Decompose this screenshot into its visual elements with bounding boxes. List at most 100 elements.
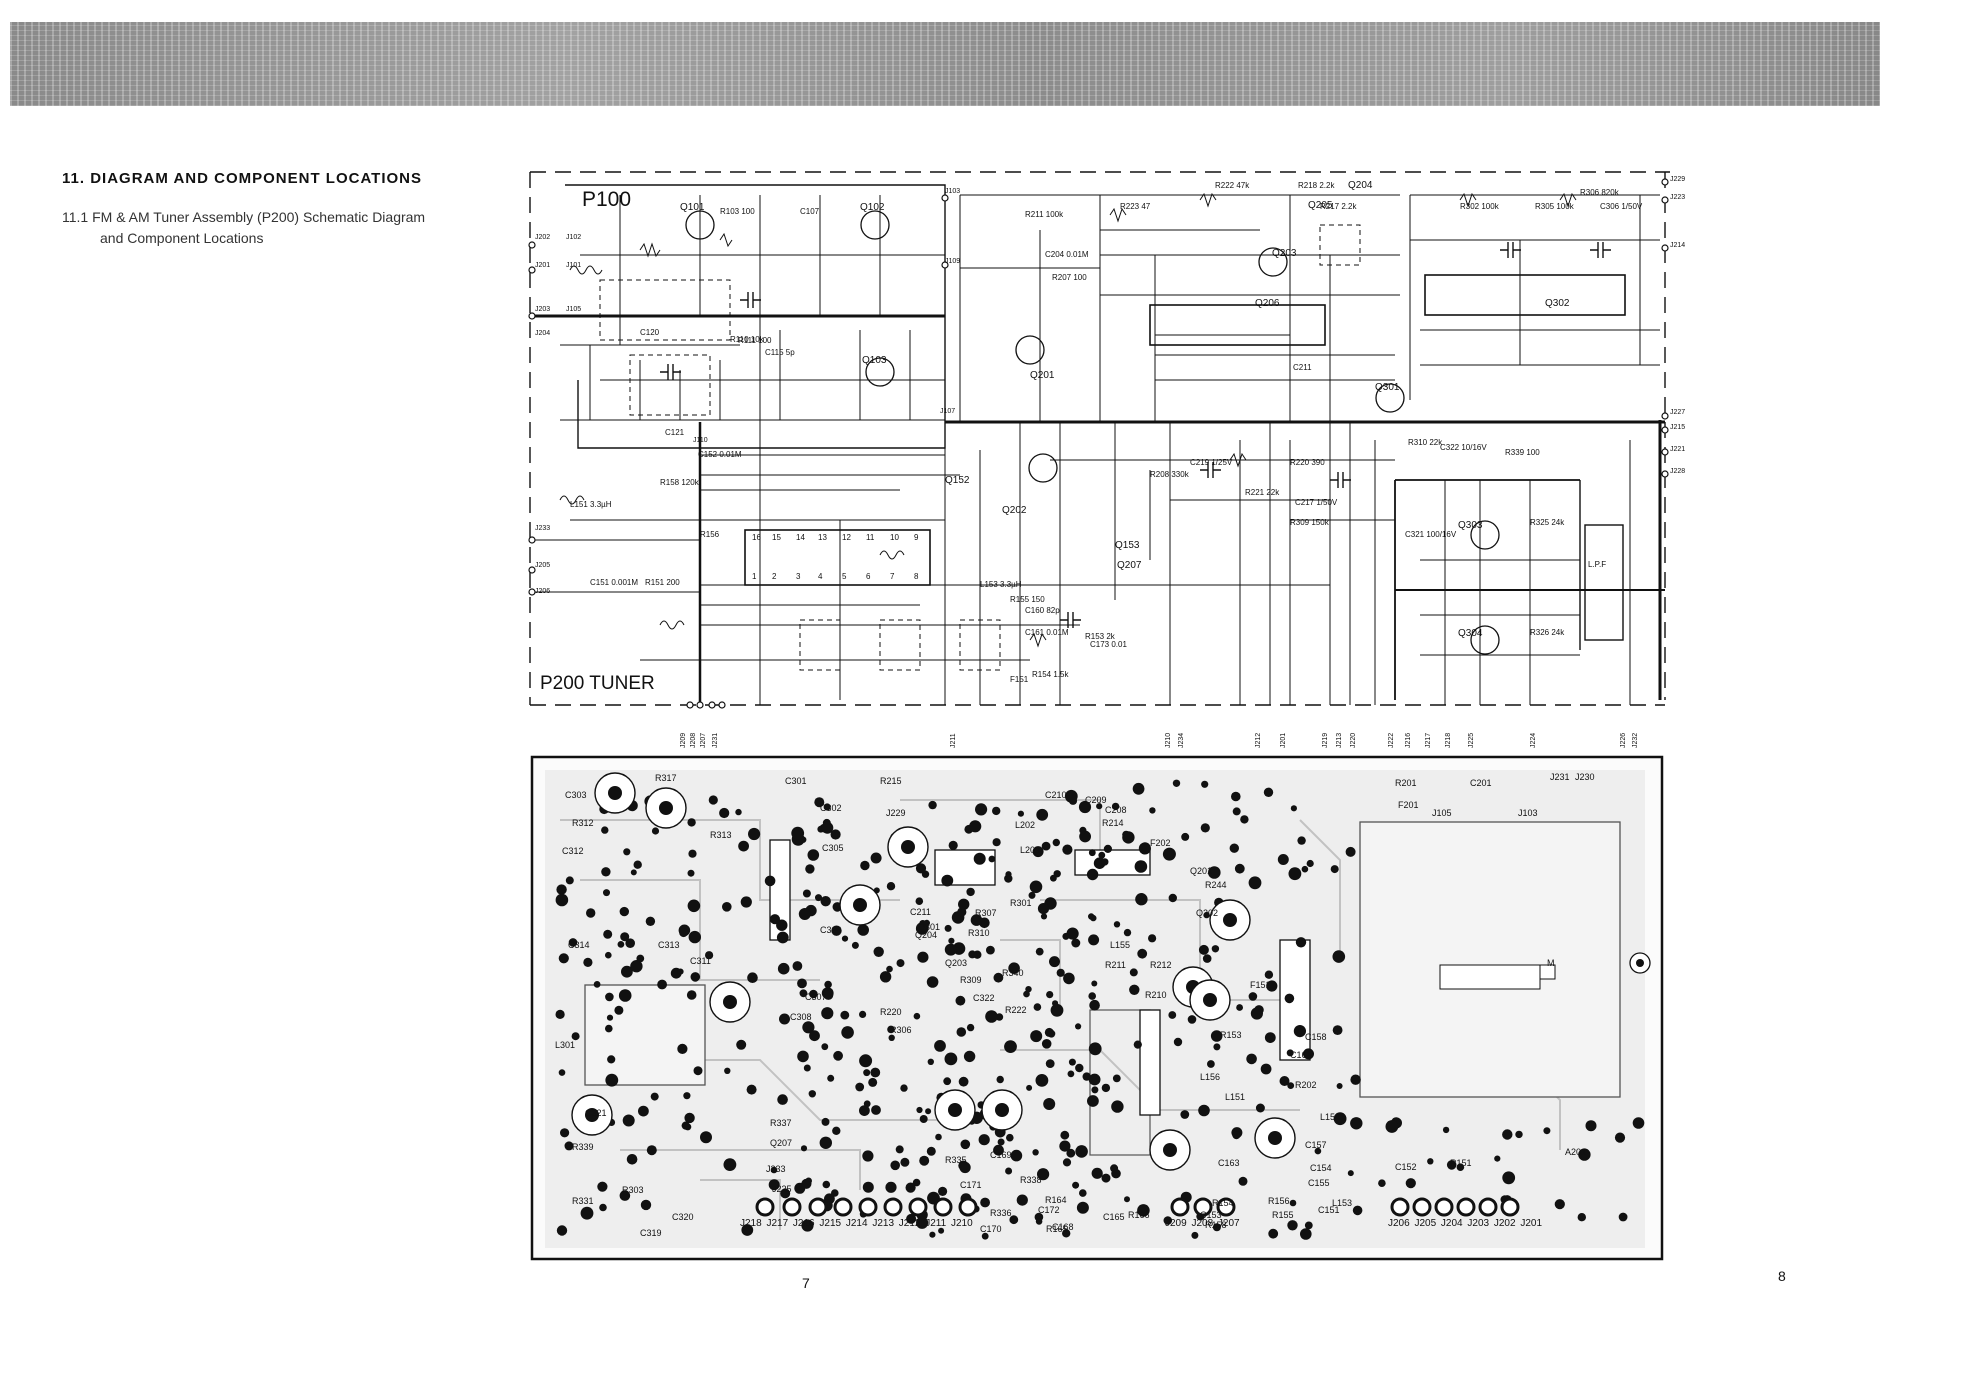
schematic-part-36: C321 100/16V — [1405, 530, 1457, 539]
solder-pad — [1096, 803, 1103, 810]
pcb-label-29: F202 — [1150, 838, 1171, 848]
solder-pad — [1129, 968, 1138, 977]
solder-pad — [1210, 1030, 1223, 1042]
solder-pad — [992, 838, 1001, 847]
pcb-label-89: R335 — [945, 1155, 967, 1165]
solder-pad — [1632, 1117, 1645, 1129]
solder-pad — [887, 1025, 895, 1034]
schematic-part-20: R155 150 — [1010, 595, 1045, 604]
pcb-label-91: R338 — [1020, 1175, 1042, 1185]
solder-pad — [723, 1158, 737, 1171]
solder-pad — [1446, 1160, 1457, 1170]
jack-pad — [1412, 1197, 1432, 1217]
solder-pad — [941, 874, 954, 887]
solder-pad — [565, 876, 574, 885]
pcb-label-21: R215 — [880, 776, 902, 786]
solder-pad — [1268, 1228, 1279, 1239]
solder-pad — [1502, 1129, 1513, 1140]
solder-pad — [841, 935, 849, 942]
solder-pad — [776, 919, 788, 931]
solder-pad — [916, 1106, 923, 1114]
transistor-label-10: Q206 — [1255, 298, 1280, 309]
solder-pad — [686, 990, 697, 1000]
pcb-label-77: C153 — [1200, 1210, 1222, 1220]
jack-bottom-11: J220 — [1350, 732, 1357, 748]
jack-pad — [1216, 1197, 1236, 1217]
pcb-label-82: C168 — [1052, 1222, 1074, 1232]
jack-bottom-0: J209 — [680, 732, 687, 748]
solder-pad — [571, 1032, 580, 1041]
ic-fm-if — [1149, 304, 1326, 346]
jack-top-5: J227 — [1670, 409, 1686, 416]
pcb-label-93: Q207 — [770, 1138, 793, 1148]
solder-pad — [833, 1050, 843, 1061]
solder-pad — [1052, 838, 1061, 847]
solder-pad — [768, 1179, 780, 1191]
pcb-label-26: L202 — [1015, 820, 1036, 830]
solder-pad — [1578, 1148, 1591, 1161]
solder-pad — [583, 957, 593, 968]
pcb-label-20: C308 — [790, 1012, 812, 1022]
schematic-part-29: R221 22k — [1245, 488, 1280, 497]
capacitor-pad — [1268, 1131, 1282, 1145]
solder-pad — [1064, 789, 1078, 803]
pcb-label-59: C158 — [1305, 1032, 1327, 1042]
pcb-label-70: C152 — [1395, 1162, 1417, 1172]
solder-pad — [776, 931, 789, 944]
solder-pad — [870, 1067, 881, 1078]
page-number-right: 8 — [1778, 1268, 1786, 1284]
solder-pad — [1056, 968, 1065, 977]
pcb-label-55: R211 — [1105, 960, 1126, 970]
transistor-label-8: Q204 — [1348, 180, 1373, 191]
jack-pad — [833, 1197, 853, 1217]
solder-pad — [1288, 867, 1302, 881]
solder-pad — [799, 989, 808, 998]
ic-pin-number: 4 — [818, 572, 823, 581]
pcb-label-62: L156 — [1200, 1072, 1221, 1082]
transistor-label-12: Q301 — [1375, 382, 1400, 393]
solder-pad — [719, 807, 730, 819]
transistor-label-6: Q202 — [1002, 505, 1027, 516]
solder-pad — [1405, 1178, 1416, 1189]
solder-pad — [791, 826, 805, 840]
solder-pad — [1295, 937, 1307, 948]
solder-pad — [1543, 1127, 1551, 1135]
transistor-label-11: Q207 — [1117, 560, 1142, 571]
solder-pad — [1202, 954, 1212, 963]
pcb-label-92: R337 — [770, 1118, 792, 1128]
solder-pad — [1264, 970, 1274, 979]
solder-pad — [780, 1188, 791, 1199]
solder-pad — [805, 864, 815, 874]
solder-pad — [1260, 1063, 1272, 1075]
solder-pad — [1172, 779, 1181, 787]
solder-pad — [603, 929, 613, 939]
pcb-label-85: R165 — [1046, 1224, 1068, 1234]
solder-pad — [1049, 956, 1060, 968]
jack-pad — [782, 1197, 802, 1217]
solder-pad — [1347, 1170, 1354, 1177]
solder-pad — [1168, 893, 1178, 903]
solder-pad — [1009, 1215, 1019, 1225]
solder-pad — [764, 875, 776, 887]
solder-pad — [802, 889, 811, 898]
solder-pad — [1079, 1189, 1087, 1197]
solder-pad — [821, 1043, 829, 1051]
pcb-label-30: Q201 — [1190, 866, 1213, 876]
solder-pad — [855, 1082, 865, 1092]
jack-top-4: J214 — [1670, 242, 1686, 249]
pcb-label-58: R153 — [1220, 1030, 1242, 1040]
solder-pad — [679, 928, 688, 938]
pcb-label-61: R202 — [1295, 1080, 1317, 1090]
solder-pad — [740, 896, 752, 908]
solder-pad — [747, 972, 758, 983]
schematic-part-0: R103 100 — [720, 207, 755, 216]
transistor-label-4: Q153 — [1115, 540, 1140, 551]
solder-pad — [879, 971, 892, 983]
solder-pad — [1290, 805, 1297, 812]
solder-pad — [1075, 1023, 1082, 1030]
solder-pad — [970, 914, 983, 926]
pcb-label-74: R154 — [1212, 1198, 1234, 1208]
solder-pad — [1005, 1167, 1013, 1175]
schematic-part-17: R151 200 — [645, 578, 680, 587]
ic-pin-number: 16 — [752, 533, 761, 542]
